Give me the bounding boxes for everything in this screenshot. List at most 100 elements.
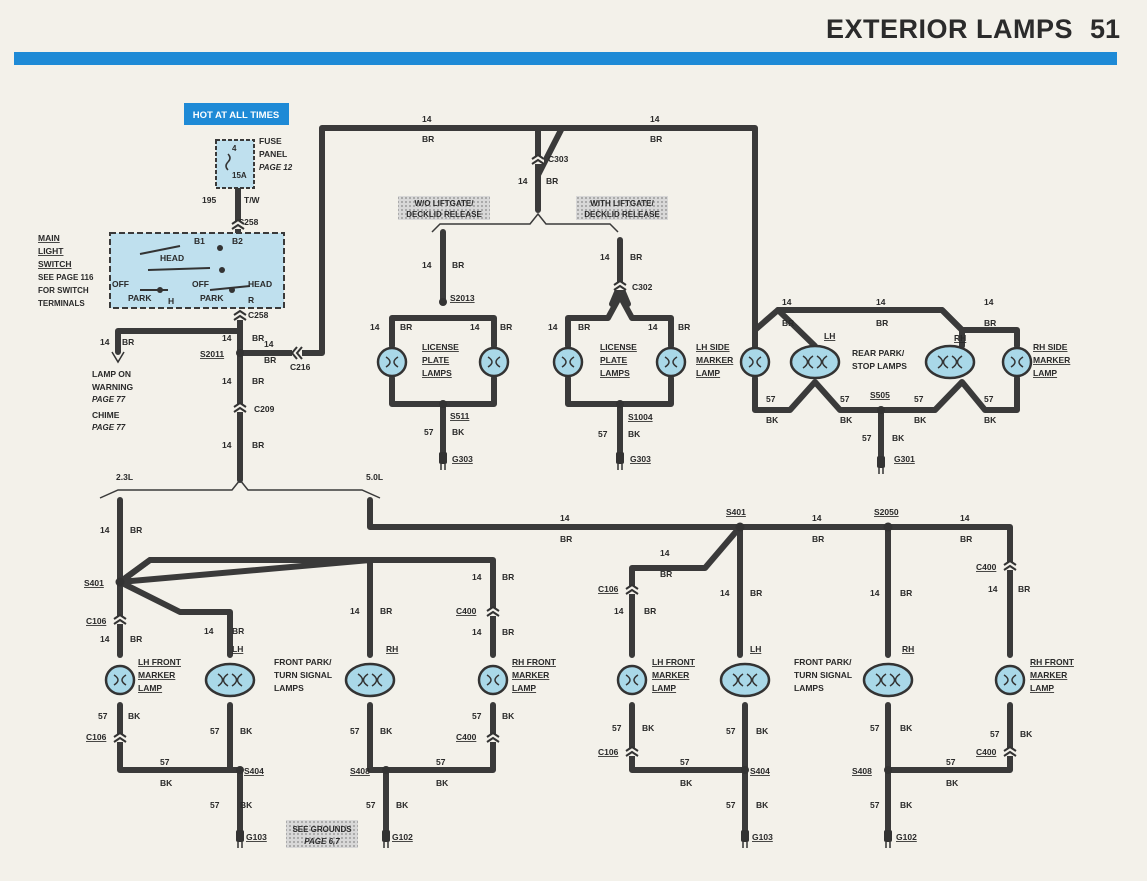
a-wire-color: BR <box>130 525 142 535</box>
page-title: EXTERIOR LAMPS <box>826 14 1074 44</box>
connector-c106-a: C106 <box>86 616 107 626</box>
lic-left-wire-num: 14 <box>422 260 432 270</box>
splice-s408-b-label: S408 <box>852 766 872 776</box>
connector-c302: C302 <box>632 282 653 292</box>
warning-label-1: LAMP ON <box>92 369 131 379</box>
splice-s505-label: S505 <box>870 390 890 400</box>
bt-wire-a-color: BR <box>560 534 572 544</box>
b-lhfm-label-2: MARKER <box>652 670 689 680</box>
b-lhfm-label-1: LH FRONT <box>652 657 696 667</box>
lamps <box>104 344 1033 698</box>
splice-s2050-label: S2050 <box>874 507 899 517</box>
lh-side-label-1: LH SIDE <box>696 342 730 352</box>
splice-s404-b-label: S404 <box>750 766 770 776</box>
ab-wire-b-color: BK <box>240 726 253 736</box>
splice-s404-b <box>741 766 749 774</box>
ground-g103-a: G103 <box>246 832 267 842</box>
ag-wire-a-num: 57 <box>210 800 220 810</box>
splice-s401-b <box>735 522 745 532</box>
ab-wire-c-num: 57 <box>350 726 360 736</box>
lp-right-wire-color: BR <box>500 322 512 332</box>
c258-bottom: C258 <box>248 310 269 320</box>
bb-wire-c-color: BK <box>900 723 913 733</box>
wire-c303-branch <box>535 125 565 178</box>
lamp-rear-rh <box>924 344 976 380</box>
alh-wire-color: BR <box>232 626 244 636</box>
bb-wire-c-num: 57 <box>870 723 880 733</box>
alh-wire-num: 14 <box>204 626 214 636</box>
ground-symbol-g102-a <box>382 830 390 848</box>
conn-c258-top <box>231 218 245 230</box>
a-wire-num: 14 <box>100 525 110 535</box>
conn-c209 <box>233 401 247 413</box>
warning-label-3: PAGE 77 <box>92 395 126 404</box>
b-rhfm-label-1: RH FRONT <box>1030 657 1075 667</box>
conn-c400-d <box>1003 745 1017 757</box>
bg-wire-b-color: BK <box>900 800 913 810</box>
svg-text:H: H <box>168 296 174 306</box>
lic-right-label-1: LICENSE <box>600 342 637 352</box>
splice-s404-a-label: S404 <box>244 766 264 776</box>
b-rhfm-label-3: LAMP <box>1030 683 1054 693</box>
lamp-b-lh-front-marker <box>616 664 648 696</box>
header-bar <box>14 52 1117 65</box>
splice-s1004 <box>616 400 624 408</box>
switch-label-3: SWITCH <box>38 259 72 269</box>
rh-side-label-1: RH SIDE <box>1033 342 1068 352</box>
bbh-wire-b-num: 57 <box>946 757 956 767</box>
conn-c400-a <box>486 605 500 617</box>
conn-c303 <box>531 153 545 165</box>
gnd-wire-a-num: 57 <box>424 427 434 437</box>
bd-wire-num: 14 <box>660 548 670 558</box>
bb-wire-d-color: BK <box>1020 729 1033 739</box>
rear-wire-c-color: BR <box>984 318 996 328</box>
ground-g102-b: G102 <box>896 832 917 842</box>
wire-23-to-lh <box>117 579 233 658</box>
ground-symbol-g103-a <box>236 830 244 848</box>
rear-gnd-a-color: BK <box>766 415 779 425</box>
c400c-wire-num: 14 <box>988 584 998 594</box>
ground-g303-a: G303 <box>452 454 473 464</box>
tag-without-liftgate: W/O LIFTGATE/ DECKLID RELEASE <box>398 196 490 220</box>
connector-c216: C216 <box>290 362 311 372</box>
wire-v1-num: 14 <box>222 333 232 343</box>
engine-50-label: 5.0L <box>366 472 383 482</box>
svg-text:HEAD: HEAD <box>248 279 272 289</box>
gnd-wire-a-color: BK <box>452 427 465 437</box>
connector-c106-d: C106 <box>598 747 619 757</box>
splice-s2013-label: S2013 <box>450 293 475 303</box>
ground-g102-a: G102 <box>392 832 413 842</box>
ag-wire-b-num: 57 <box>366 800 376 810</box>
conn-c216 <box>290 346 303 360</box>
ab-wire-a-color: BK <box>128 711 141 721</box>
abh-wire-b-color: BK <box>436 778 449 788</box>
wire-s2011-top <box>237 125 758 356</box>
svg-text:PARK: PARK <box>200 293 224 303</box>
b-fpt-label-1: FRONT PARK/ <box>794 657 852 667</box>
c258-top: C258 <box>238 217 259 227</box>
switch-label-6: TERMINALS <box>38 299 85 308</box>
ground-symbol-g102-b <box>884 830 892 848</box>
chime-label-1: CHIME <box>92 410 120 420</box>
ag-wire-b-color: BK <box>396 800 409 810</box>
conn-c106-c <box>625 583 639 595</box>
wires <box>115 125 1020 835</box>
lh-side-label-3: LAMP <box>696 368 720 378</box>
rear-label-1: REAR PARK/ <box>852 348 905 358</box>
ground-g303-b: G303 <box>630 454 651 464</box>
connector-c209: C209 <box>254 404 275 414</box>
ac400-wire-color: BR <box>502 572 514 582</box>
wire-warning <box>115 328 243 355</box>
ab-wire-b-num: 57 <box>210 726 220 736</box>
conn-c400-c <box>1003 559 1017 571</box>
lic-left-label-1: LICENSE <box>422 342 459 352</box>
rear-wire-b-color: BR <box>876 318 888 328</box>
c303-wire-color: BR <box>546 176 558 186</box>
connector-c106-c: C106 <box>598 584 619 594</box>
rear-gnd-b-num: 57 <box>840 394 850 404</box>
rear-rh-label: RH <box>954 333 966 343</box>
gnd-wire-b-num: 57 <box>598 429 608 439</box>
b-rhfm-label-2: MARKER <box>1030 670 1067 680</box>
ab-wire-a-num: 57 <box>98 711 108 721</box>
gnd-wire-c-num: 57 <box>862 433 872 443</box>
